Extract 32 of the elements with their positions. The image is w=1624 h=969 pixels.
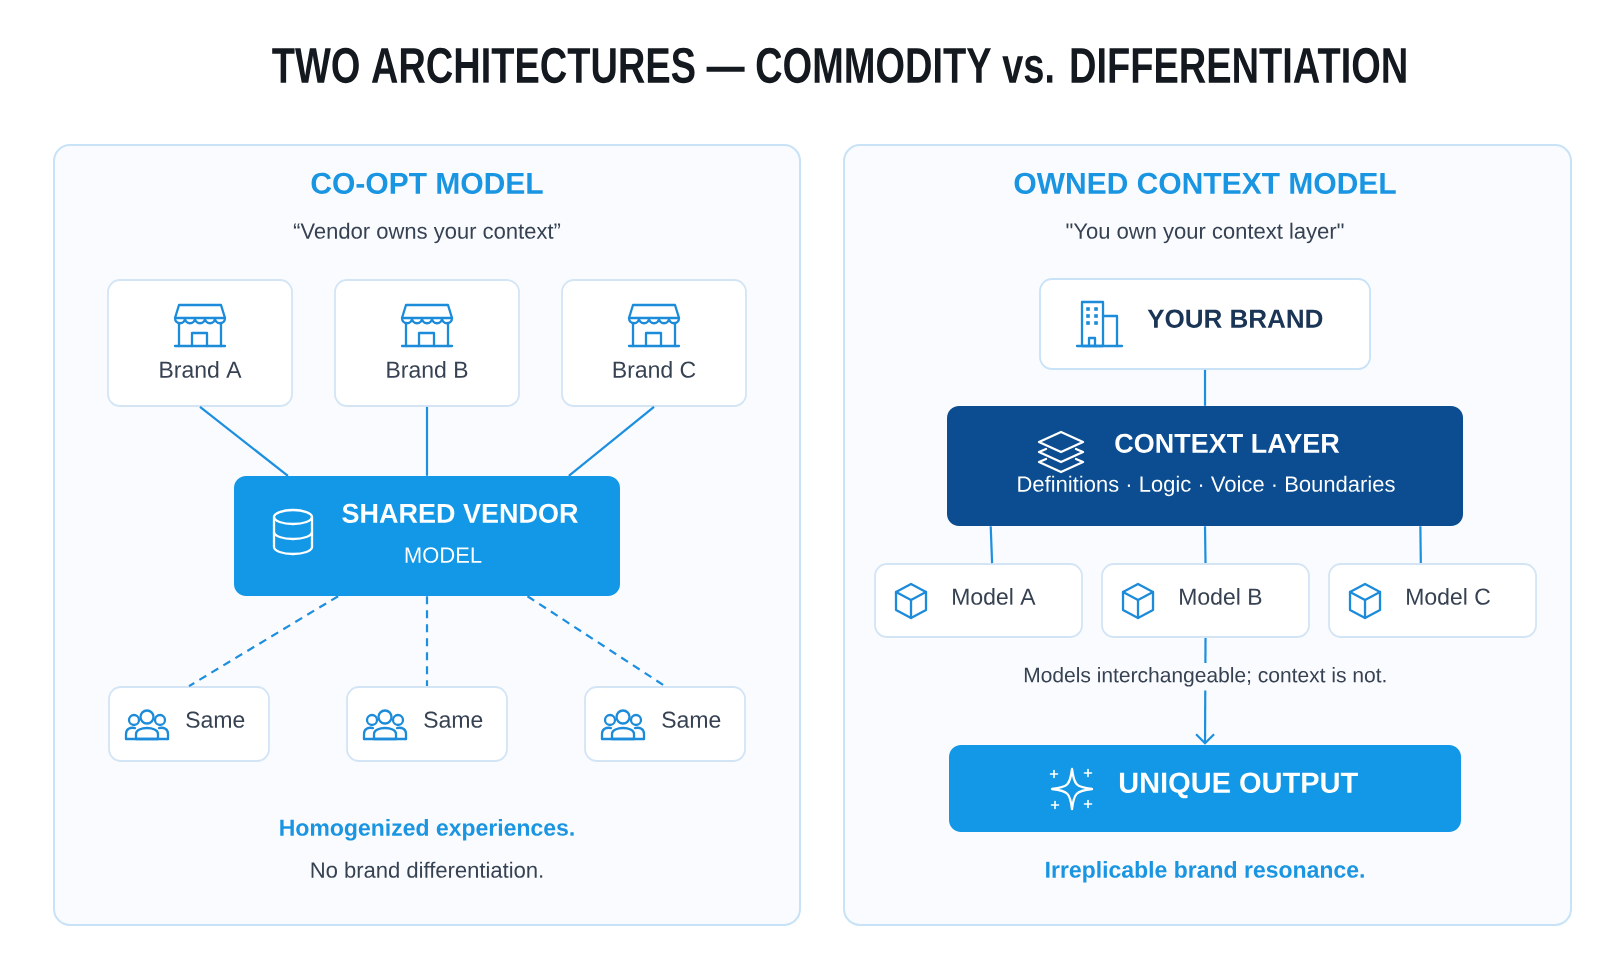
output-box: UNIQUE OUTPUT — [949, 745, 1461, 832]
panel-heading: CO-OPT MODEL — [311, 172, 543, 194]
tagline: Irreplicable brand resonance. — [1046, 861, 1364, 883]
model-card: Model A — [874, 563, 1083, 638]
subtitle: "You own your context layer" — [1066, 222, 1344, 244]
model-card: Model C — [1328, 563, 1537, 638]
edge-label: Models interchangeable; context is not. — [1019, 663, 1392, 691]
context-layer-box: CONTEXT LAYER Definitions · Logic · Voice · Boundaries — [947, 406, 1463, 526]
connector-line — [1419, 526, 1422, 564]
connector-line — [425, 406, 429, 476]
connector-line — [199, 406, 289, 477]
connector-line — [1203, 369, 1207, 406]
note-text: No brand differentiation. — [311, 861, 543, 878]
brand-box: YOUR BRAND — [1039, 278, 1371, 370]
dashed-connector-line — [188, 595, 339, 688]
model-card: Model B — [1101, 563, 1310, 638]
tagline: Homogenized experiences. — [280, 819, 574, 841]
subtitle: “Vendor owns your context” — [293, 222, 561, 244]
dashed-connector-line — [425, 596, 429, 687]
dashed-connector-line — [526, 595, 666, 688]
brand-card: Brand A — [107, 279, 293, 407]
vendor-box: SHARED VENDOR MODEL — [234, 476, 620, 596]
panel-heading: OWNED CONTEXT MODEL — [1014, 172, 1396, 194]
brand-card: Brand B — [334, 279, 520, 407]
connector-line — [989, 526, 994, 564]
brand-card: Brand C — [561, 279, 747, 407]
connector-line — [568, 406, 655, 477]
connector-line — [1203, 526, 1207, 564]
audience-card: Same — [584, 686, 746, 762]
title: TWO ARCHITECTURES — COMMODITY vs. DIFFERENTIATION — [272, 47, 1406, 84]
audience-card: Same — [346, 686, 508, 762]
audience-card: Same — [108, 686, 270, 762]
